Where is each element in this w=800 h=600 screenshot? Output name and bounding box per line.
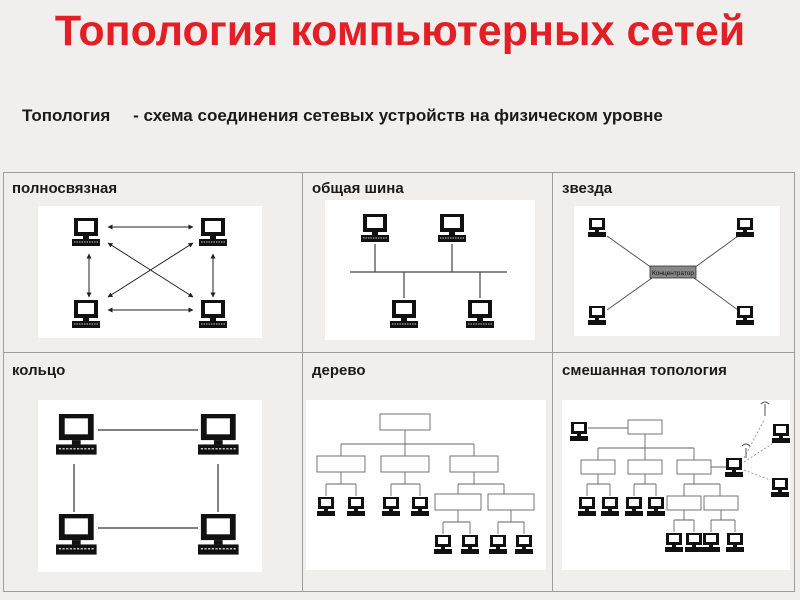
computer-icon [434, 535, 452, 554]
computer-icon [736, 218, 754, 237]
computer-icon [461, 535, 479, 554]
definition-line: Топология - схема соединения сетевых уст… [22, 106, 792, 126]
computer-icon [465, 299, 495, 329]
computer-icon [71, 299, 101, 329]
computer-icon [197, 513, 240, 556]
computer-icon [736, 306, 754, 325]
computer-icon [411, 497, 429, 516]
hub-box [649, 265, 697, 279]
computer-icon [578, 497, 596, 516]
table-divider [302, 172, 303, 592]
label-bus: общая шина [312, 180, 404, 197]
label-mixed: смешанная топология [562, 362, 727, 379]
ring-diagram [73, 429, 219, 529]
computer-icon [601, 497, 619, 516]
tree-diagram [316, 413, 535, 534]
label-mesh: полносвязная [12, 180, 118, 197]
computer-icon [198, 217, 228, 247]
computer-icon [772, 424, 790, 443]
computer-icon [515, 535, 533, 554]
bus-panel [325, 200, 535, 340]
computer-icon [685, 533, 703, 552]
table-divider [3, 352, 795, 353]
label-star: звезда [562, 180, 613, 197]
table-divider [552, 172, 553, 592]
computer-icon [347, 497, 365, 516]
computer-icon [771, 478, 789, 497]
computer-icon [198, 299, 228, 329]
computer-icon [702, 533, 720, 552]
topology-definition: - схема соединения сетевых устройств на … [133, 106, 663, 125]
computer-icon [437, 213, 467, 243]
computer-icon [197, 413, 240, 456]
computer-icon [489, 535, 507, 554]
computer-icon [389, 299, 419, 329]
computer-icon [382, 497, 400, 516]
topology-table [3, 172, 795, 592]
label-ring: кольцо [12, 362, 66, 379]
computer-icon [588, 218, 606, 237]
bus-diagram [350, 244, 507, 298]
computer-icon [725, 458, 743, 477]
hub-label: Концентратор [652, 270, 694, 277]
computer-icon [726, 533, 744, 552]
topology-term: Топология [22, 106, 111, 125]
computer-icon [570, 422, 588, 441]
computer-icon [55, 513, 98, 556]
computer-icon [317, 497, 335, 516]
computer-icon [360, 213, 390, 243]
star-diagram [606, 235, 739, 311]
mixed-diagram [580, 419, 739, 532]
computer-icon [71, 217, 101, 247]
computer-icon [647, 497, 665, 516]
computer-icon [665, 533, 683, 552]
computer-icon [588, 306, 606, 325]
mesh-diagram [86, 224, 216, 313]
label-tree: дерево [312, 362, 366, 379]
antenna-icon [741, 401, 770, 458]
computer-icon [625, 497, 643, 516]
page-title: Топология компьютерных сетей [54, 7, 746, 55]
wireless-links [743, 419, 779, 481]
computer-icon [55, 413, 98, 456]
